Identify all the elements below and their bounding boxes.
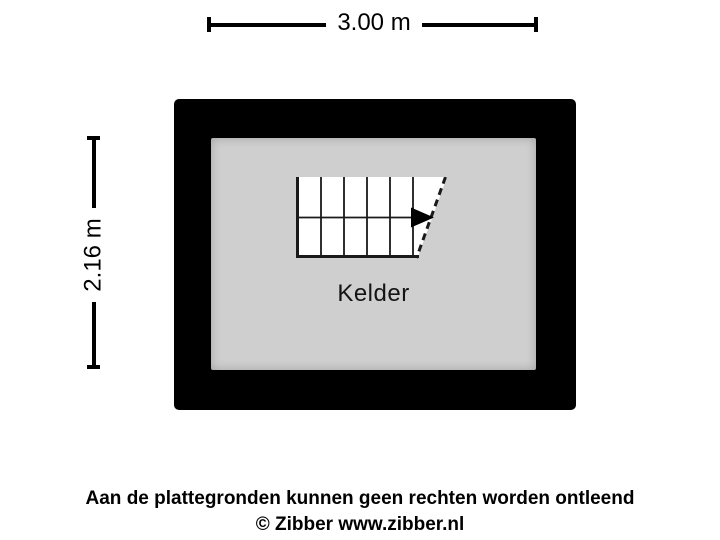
height-dimension-tick-top bbox=[87, 136, 100, 140]
room-label: Kelder bbox=[337, 280, 410, 307]
stair-direction-arrow-icon bbox=[411, 207, 434, 228]
footer: Aan de plattegronden kunnen geen rechten… bbox=[0, 486, 720, 538]
width-dimension-tick-left bbox=[207, 17, 211, 32]
width-dimension-tick-right bbox=[534, 17, 538, 32]
height-dimension-text: 2.16 m bbox=[79, 218, 107, 292]
height-dimension-tick-bottom bbox=[87, 365, 100, 369]
basement-floor: Kelder bbox=[211, 138, 536, 370]
width-dimension-label: 3.00 m bbox=[326, 9, 422, 37]
height-dimension-label: 2.16 m bbox=[78, 208, 109, 302]
footer-copyright: © Zibber www.zibber.nl bbox=[255, 514, 465, 535]
staircase-icon bbox=[296, 177, 447, 259]
basement-walls: Kelder bbox=[174, 99, 576, 410]
footer-disclaimer: Aan de plattegronden kunnen geen rechten… bbox=[85, 488, 635, 509]
